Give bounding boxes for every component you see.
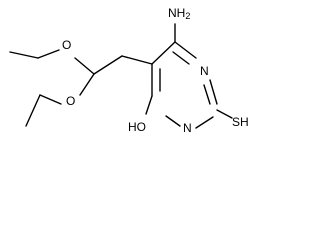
bond-c2-sh: [216, 109, 233, 119]
label-n1: N: [200, 64, 209, 78]
label-n3: N: [183, 121, 192, 135]
bond-c5-c6: [151, 41, 176, 65]
bond-ch-o-top: [74, 57, 95, 75]
bond-n1-c2-inner: [203, 84, 211, 105]
label-hydroxyl: HO: [128, 120, 146, 134]
bond-n3-c4: [165, 115, 181, 127]
bond-c6-n1-inner: [172, 51, 190, 65]
bond-c6-n1: [174, 41, 197, 59]
molecule-svg: NH2 N N SH HO O O: [9, 6, 249, 135]
bond-ch-o-bottom: [79, 73, 95, 96]
bond-c5-ch2: [121, 55, 153, 65]
label-thiol: SH: [232, 115, 249, 129]
bond-o-bottom-ch2: [39, 94, 62, 105]
bond-ch2-ch: [93, 55, 123, 75]
label-ether-bottom: O: [66, 94, 75, 108]
bond-c4-oh: [145, 95, 153, 115]
bond-ethyl-bottom: [25, 94, 41, 127]
bond-o-top-ch2: [37, 49, 60, 59]
bond-ethyl-top: [9, 51, 39, 59]
label-amino: NH2: [168, 6, 190, 21]
bond-n1-c2: [209, 79, 218, 105]
bond-c2-n3: [195, 116, 214, 129]
structure-diagram: NH2 N N SH HO O O: [9, 6, 249, 135]
label-ether-top: O: [62, 38, 71, 52]
